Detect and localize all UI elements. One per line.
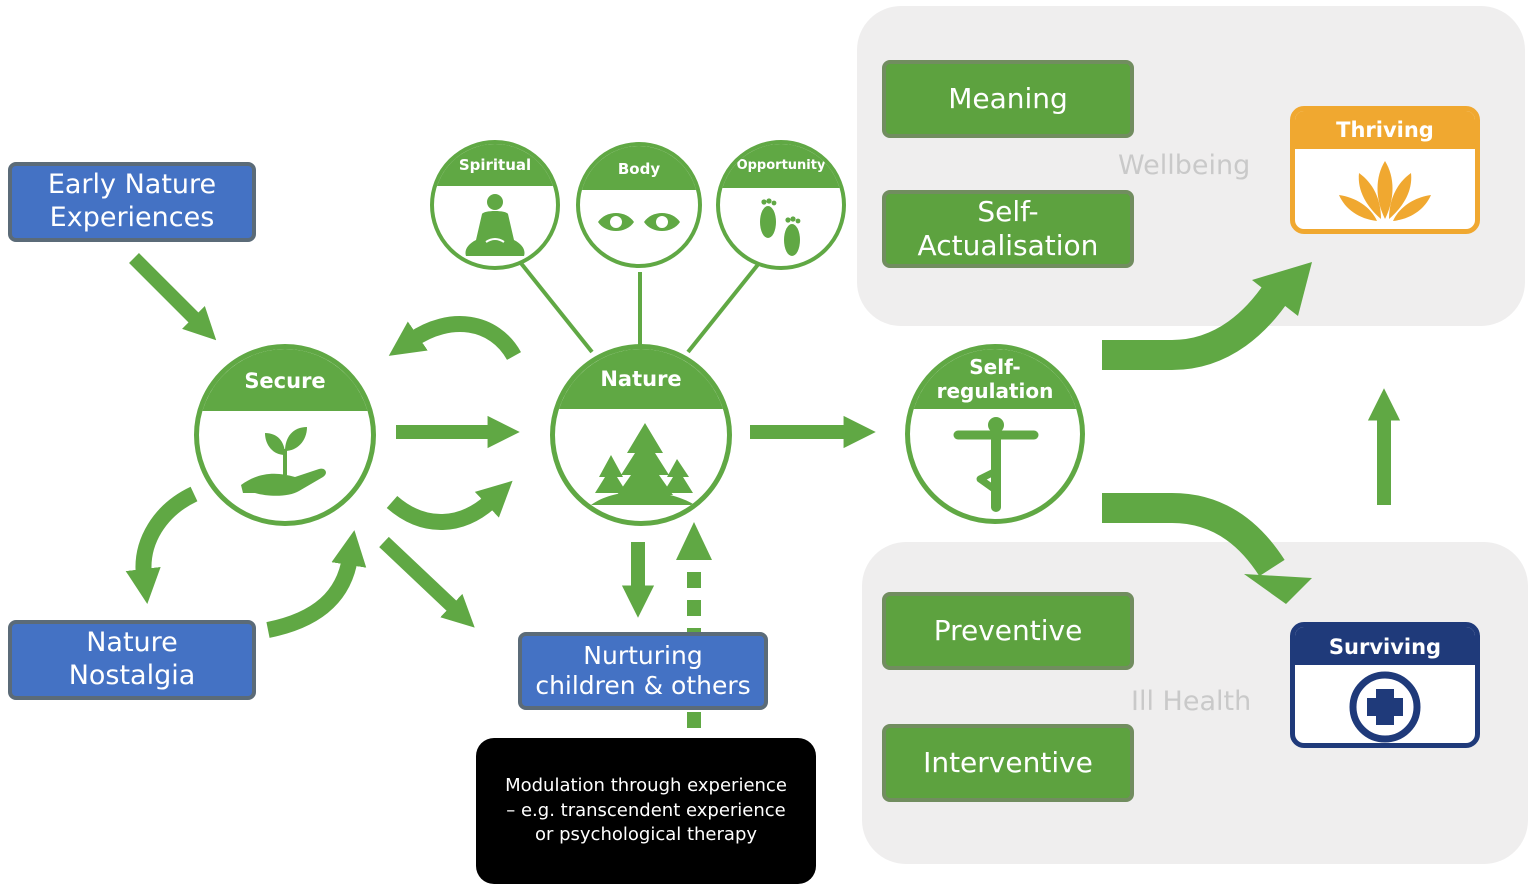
self-regulation-circle: Self- regulation bbox=[905, 344, 1085, 524]
yoga-pose-icon bbox=[953, 417, 1039, 512]
nature-circle: Nature bbox=[550, 344, 732, 526]
body-label: Body bbox=[580, 146, 698, 190]
arrow-selfreg-to-surviving bbox=[1102, 493, 1285, 577]
modulation-line-3: or psychological therapy bbox=[534, 824, 758, 846]
meaning-box: Meaning bbox=[882, 60, 1134, 138]
spiritual-label: Spiritual bbox=[434, 144, 556, 186]
buddha-icon bbox=[465, 194, 525, 256]
nurturing-line-1: Nurturing bbox=[583, 640, 703, 670]
arrow-selfreg-to-thriving-head bbox=[1252, 262, 1312, 316]
thriving-label: Thriving bbox=[1295, 111, 1475, 149]
self-actualisation-line-2: Actualisation bbox=[917, 229, 1099, 262]
ill-health-label: Ill Health bbox=[1131, 686, 1252, 717]
arrow-selfreg-to-surviving-head bbox=[1244, 574, 1312, 604]
modulation-line-2: – e.g. transcendent experience bbox=[506, 799, 786, 821]
spiritual-circle: Spiritual bbox=[430, 140, 560, 270]
surviving-label: Surviving bbox=[1295, 627, 1475, 665]
trees-icon bbox=[591, 423, 695, 505]
arrow-early-to-secure bbox=[129, 253, 217, 341]
thriving-card: Thriving bbox=[1290, 106, 1480, 234]
wellbeing-label: Wellbeing bbox=[1118, 150, 1251, 181]
medical-cross-icon bbox=[1349, 671, 1421, 743]
secure-label: Secure bbox=[199, 349, 371, 411]
connector-spiritual bbox=[518, 260, 594, 354]
arrow-nature-to-secure-curve bbox=[388, 316, 521, 361]
self-actualisation-line-1: Self- bbox=[977, 194, 1039, 228]
self-regulation-line-1: Self- bbox=[969, 355, 1021, 379]
modulation-line-1: Modulation through experience bbox=[505, 775, 787, 797]
early-nature-line-2: Experiences bbox=[49, 202, 215, 233]
connector-opportunity bbox=[686, 260, 762, 354]
nature-nostalgia-line-1: Nature bbox=[86, 627, 178, 659]
opportunity-label: Opportunity bbox=[720, 144, 842, 188]
arrow-modulation-head bbox=[676, 522, 712, 560]
hand-plant-icon bbox=[241, 427, 326, 496]
eyes-icon bbox=[598, 213, 680, 231]
self-regulation-label: Self- regulation bbox=[910, 349, 1080, 409]
modulation-box: Modulation through experience – e.g. tra… bbox=[476, 738, 816, 884]
arrow-nostalgia-to-secure bbox=[266, 530, 367, 638]
early-nature-line-1: Early Nature bbox=[47, 169, 217, 201]
surviving-card: Surviving bbox=[1290, 622, 1480, 748]
nurturing-line-2: children & others bbox=[535, 671, 751, 700]
arrow-secure-to-nurturing bbox=[379, 536, 475, 628]
body-circle: Body bbox=[576, 142, 702, 268]
footprints-icon bbox=[760, 198, 801, 256]
preventive-box: Preventive bbox=[882, 592, 1134, 670]
arrow-secure-to-nostalgia bbox=[125, 486, 198, 604]
arrow-secure-to-nature-curve bbox=[386, 480, 513, 530]
opportunity-circle: Opportunity bbox=[716, 140, 846, 270]
nature-label: Nature bbox=[555, 349, 727, 409]
self-regulation-line-2: regulation bbox=[936, 379, 1054, 404]
lotus-icon bbox=[1339, 161, 1431, 221]
self-actualisation-box: Self-Actualisation bbox=[882, 190, 1134, 268]
interventive-box: Interventive bbox=[882, 724, 1134, 802]
arrow-selfreg-to-thriving bbox=[1102, 281, 1291, 370]
secure-circle: Secure bbox=[194, 344, 376, 526]
nature-nostalgia-line-2: Nostalgia bbox=[68, 660, 196, 691]
